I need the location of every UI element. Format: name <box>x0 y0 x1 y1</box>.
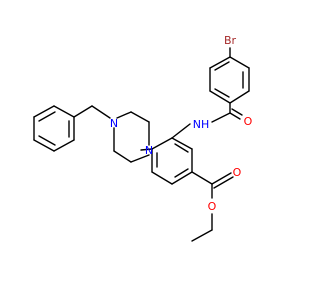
structure-canvas: Br NH O N N O O <box>33 34 253 242</box>
piperazine-n4-label: N <box>110 117 118 130</box>
amide-nh-label: NH <box>193 118 210 131</box>
piperazine-n1-label: N <box>145 144 153 157</box>
molecule-diagram: Br NH O N N O O <box>33 34 253 242</box>
bonds <box>33 47 250 242</box>
ester-oxygen-label: O <box>208 200 217 213</box>
bromine-label: Br <box>224 34 237 47</box>
atom-labels: Br NH O N N O O <box>110 34 253 213</box>
amide-oxygen-label: O <box>244 115 253 128</box>
ester-carbonyl-oxygen-label: O <box>233 166 242 179</box>
